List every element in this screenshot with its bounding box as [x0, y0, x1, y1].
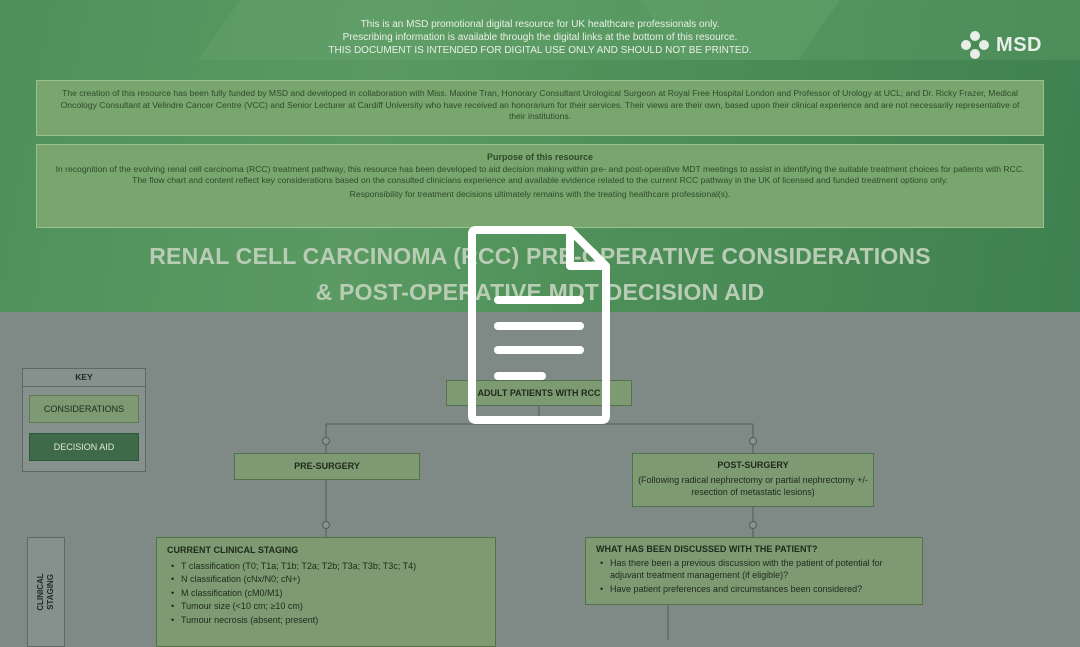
- post-surgery-box: POST-SURGERY (Following radical nephrect…: [632, 453, 874, 507]
- title-line-1: RENAL CELL CARCINOMA (RCC) PRE-OPERATIVE…: [149, 243, 931, 269]
- funding-text: The creation of this resource has been f…: [60, 88, 1020, 121]
- notice-line: THIS DOCUMENT IS INTENDED FOR DIGITAL US…: [328, 45, 752, 56]
- header-banner: This is an MSD promotional digital resou…: [0, 0, 1080, 312]
- msd-logo: MSD: [960, 30, 1042, 60]
- staging-title: CURRENT CLINICAL STAGING: [167, 545, 299, 555]
- pre-surgery-box: PRE-SURGERY: [234, 453, 420, 480]
- key-decision-aid: DECISION AID: [29, 433, 139, 461]
- connector-node: [749, 521, 757, 529]
- discussion-list: Has there been a previous discussion wit…: [596, 557, 912, 595]
- side-label-line: STAGING: [46, 574, 55, 610]
- promotional-notice: This is an MSD promotional digital resou…: [200, 18, 880, 57]
- list-item: N classification (cNx/N0; cN+): [171, 573, 485, 587]
- list-item: Has there been a previous discussion wit…: [600, 557, 912, 581]
- list-item: Have patient preferences and circumstanc…: [600, 583, 912, 595]
- list-item: Tumour size (<10 cm; ≥10 cm): [171, 600, 485, 614]
- purpose-body: In recognition of the evolving renal cel…: [55, 164, 1025, 185]
- responsibility-text: Responsibility for treatment decisions u…: [349, 189, 731, 199]
- key-heading: KEY: [23, 369, 145, 387]
- legend-key: KEY CONSIDERATIONS DECISION AID: [22, 368, 146, 472]
- staging-list: T classification (T0; T1a; T1b; T2a; T2b…: [167, 560, 485, 628]
- logo-text: MSD: [996, 33, 1042, 56]
- list-item: T classification (T0; T1a; T1b; T2a; T2b…: [171, 560, 485, 574]
- notice-line: Prescribing information is available thr…: [342, 32, 738, 43]
- patient-discussion-box: WHAT HAS BEEN DISCUSSED WITH THE PATIENT…: [585, 537, 923, 605]
- funding-statement: The creation of this resource has been f…: [36, 80, 1044, 136]
- connector-node: [322, 521, 330, 529]
- msd-logo-icon: [961, 31, 990, 59]
- post-surgery-subtitle: (Following radical nephrectomy or partia…: [638, 475, 868, 497]
- notice-line: This is an MSD promotional digital resou…: [360, 19, 720, 30]
- connector-node: [749, 437, 757, 445]
- discussion-title: WHAT HAS BEEN DISCUSSED WITH THE PATIENT…: [596, 544, 818, 554]
- document-icon[interactable]: [466, 224, 612, 426]
- clinical-staging-box: CURRENT CLINICAL STAGING T classificatio…: [156, 537, 496, 647]
- list-item: Tumour necrosis (absent; present): [171, 614, 485, 628]
- clinical-staging-label: CLINICAL STAGING: [27, 537, 65, 647]
- list-item: M classification (cM0/M1): [171, 587, 485, 601]
- page-title: RENAL CELL CARCINOMA (RCC) PRE-OPERATIVE…: [0, 238, 1080, 310]
- connector-node: [322, 437, 330, 445]
- adult-patients-box: ADULT PATIENTS WITH RCC: [446, 380, 632, 406]
- purpose-panel: Purpose of this resource In recognition …: [36, 144, 1044, 228]
- post-surgery-title: POST-SURGERY: [717, 460, 789, 470]
- purpose-title: Purpose of this resource: [486, 152, 594, 162]
- side-label-line: CLINICAL: [36, 573, 45, 611]
- key-considerations: CONSIDERATIONS: [29, 395, 139, 423]
